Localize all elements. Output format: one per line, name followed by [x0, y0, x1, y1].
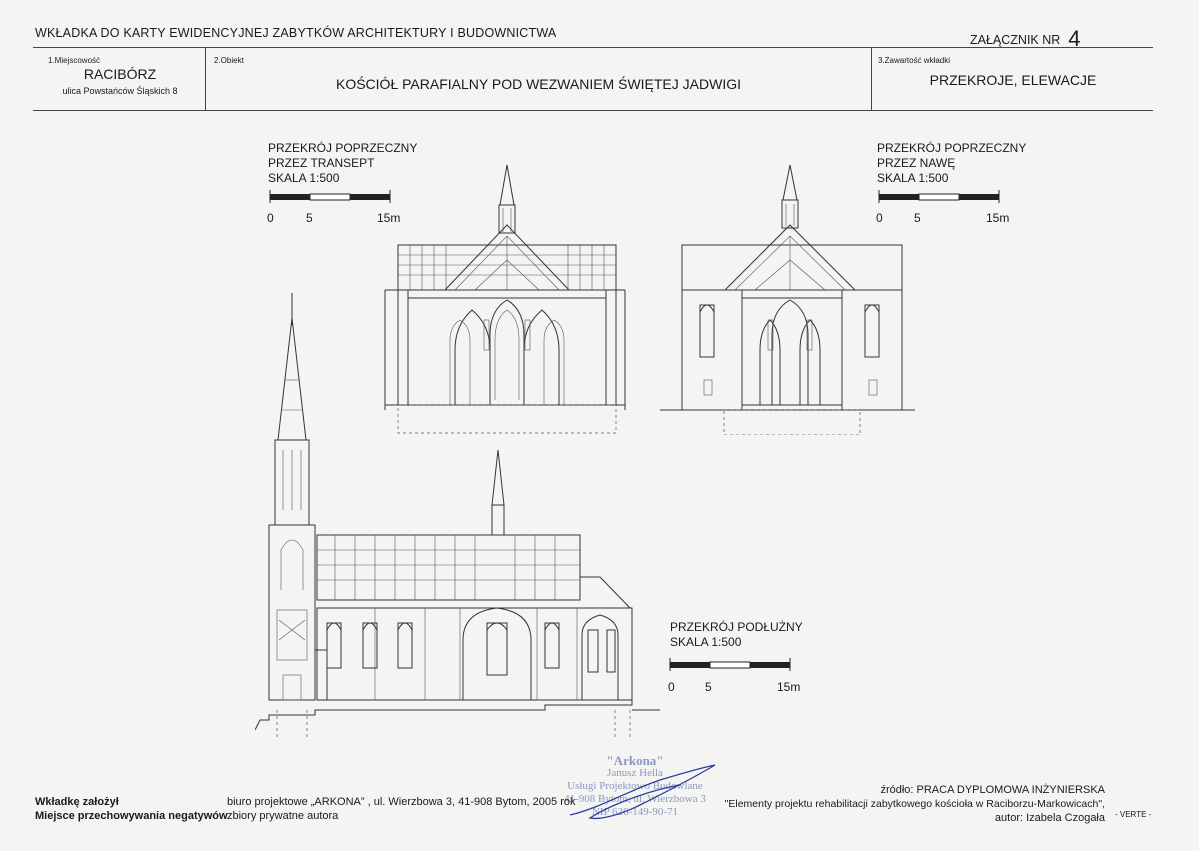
negatives-label: Miejsce przechowywania negatywów [35, 810, 228, 822]
content-label: 3.Zawartość wkładki [878, 56, 951, 65]
nave-scale-bar [878, 190, 1000, 203]
locality-label: 1.Miejscowość [48, 56, 101, 65]
nave-scale-15: 15m [986, 211, 1010, 225]
longitudinal-scale-15: 15m [777, 680, 801, 694]
nave-caption-line2: PRZEZ NAWĘ [877, 156, 956, 170]
transept-caption-scale: SKALA 1:500 [268, 171, 340, 185]
transept-section-drawing [384, 164, 626, 434]
longitudinal-caption: PRZEKRÓJ PODŁUŻNY SKALA 1:500 [670, 620, 803, 650]
object-label: 2.Obiekt [214, 56, 244, 65]
longitudinal-scale-bar [669, 658, 791, 671]
address-value: ulica Powstańców Śląskich 8 [62, 86, 178, 96]
source-author: autor: Izabela Czogała [994, 812, 1105, 824]
longitudinal-scale-5: 5 [705, 680, 712, 694]
founded-label: Wkładkę założył [35, 796, 119, 808]
nave-caption-scale: SKALA 1:500 [877, 171, 949, 185]
verte-mark: - VERTE - [1115, 810, 1152, 819]
nave-scale-5: 5 [914, 211, 921, 225]
founded-label-text: Wkładkę założył [35, 796, 119, 808]
header-top-rule [33, 47, 1153, 48]
transept-scale-bar [269, 190, 391, 203]
stamp-line4: 41-908 Bytom, ul. Wierzbowa 3 [564, 793, 706, 805]
longitudinal-scale-0: 0 [668, 680, 675, 694]
longitudinal-caption-scale: SKALA 1:500 [670, 635, 742, 649]
field-divider-2 [871, 48, 872, 110]
field-divider-1 [205, 48, 206, 110]
transept-scale-15: 15m [377, 211, 401, 225]
transept-caption-line1: PRZEKRÓJ POPRZECZNY [268, 141, 418, 155]
attachment-label-text: ZAŁĄCZNIK NR [970, 33, 1061, 47]
founded-value: biuro projektowe „ARKONA” , ul. Wierzbow… [227, 796, 576, 808]
stamp-line1: "Arkona" [606, 753, 664, 768]
nave-scale-0: 0 [876, 211, 883, 225]
stamp-line3: Usługi Projektowo Budowlane [567, 780, 703, 792]
transept-caption: PRZEKRÓJ POPRZECZNY PRZEZ TRANSEPT SKALA… [268, 141, 417, 186]
attachment-number: 4 [1068, 26, 1081, 51]
sheet-title: WKŁADKA DO KARTY EWIDENCYJNEJ ZABYTKÓW A… [35, 26, 557, 40]
source-line: źródło: PRACA DYPLOMOWA INŻYNIERSKA [875, 784, 1105, 796]
nave-caption: PRZEKRÓJ POPRZECZNY PRZEZ NAWĘ SKALA 1:5… [877, 141, 1026, 186]
nave-caption-line1: PRZEKRÓJ POPRZECZNY [877, 141, 1027, 155]
attachment-label: ZAŁĄCZNIK NR 4 [970, 24, 1081, 51]
content-value: PRZEKROJE, ELEWACJE [929, 72, 1097, 88]
signature [569, 764, 716, 820]
transept-scale-0: 0 [267, 211, 274, 225]
source-label: źródło: [880, 784, 914, 796]
transept-caption-line2: PRZEZ TRANSEPT [268, 156, 375, 170]
header-bottom-rule [33, 110, 1153, 111]
source-value: PRACA DYPLOMOWA INŻYNIERSKA [916, 784, 1105, 796]
longitudinal-caption-line1: PRZEKRÓJ PODŁUŻNY [670, 620, 803, 634]
nave-section-drawing [660, 164, 915, 435]
source-title: "Elementy projektu rehabilitacji zabytko… [724, 798, 1105, 810]
stamp-line2: Janusz Hella [607, 767, 663, 779]
locality-value: RACIBÓRZ [83, 66, 157, 82]
negatives-label-text: Miejsce przechowywania negatywów [35, 810, 228, 822]
object-value: KOŚCIÓŁ PARAFIALNY POD WEZWANIEM ŚWIĘTEJ… [335, 76, 741, 92]
transept-scale-5: 5 [306, 211, 313, 225]
longitudinal-section-drawing [255, 293, 660, 740]
negatives-value: zbiory prywatne autora [227, 810, 339, 822]
